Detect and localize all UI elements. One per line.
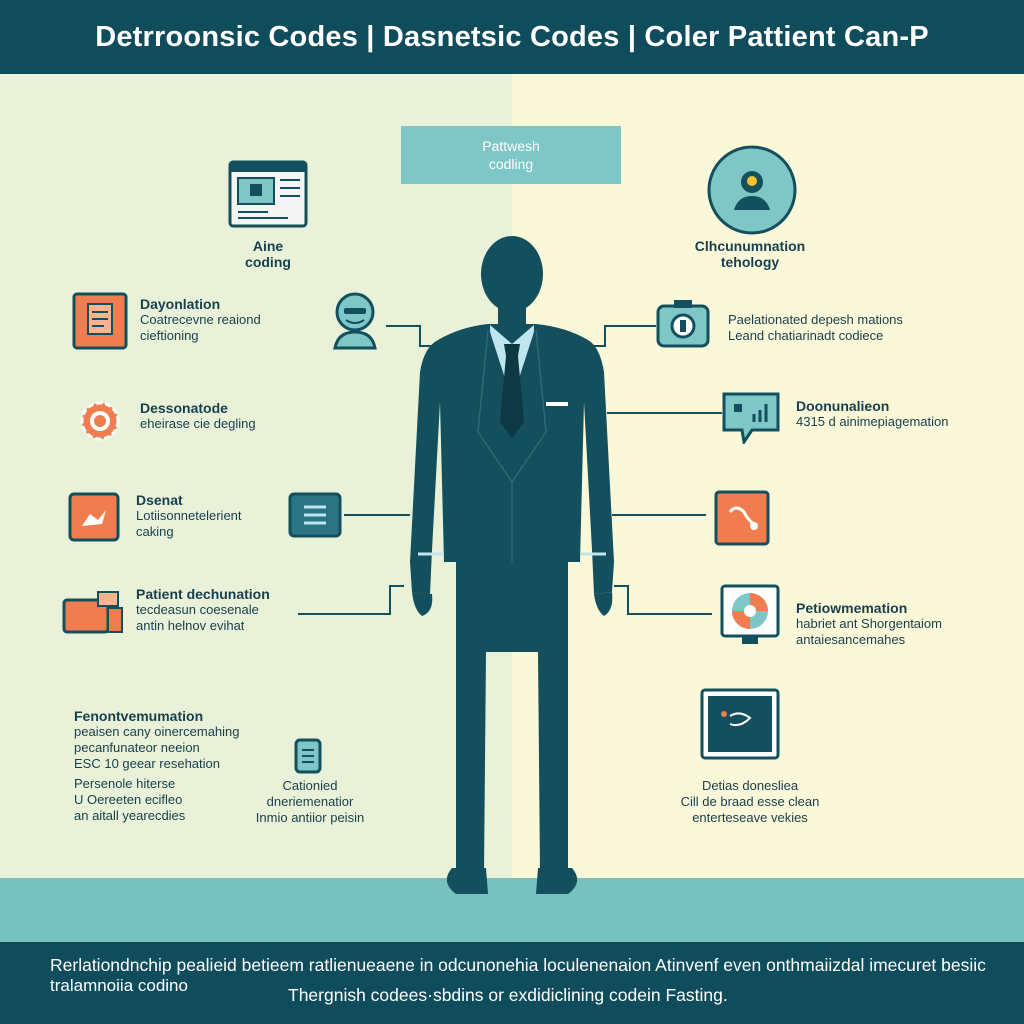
item-cationied: Cationied dneriemenatior Inmio antiior p… [240, 778, 380, 826]
item-cationied-line3: Inmio antiior peisin [255, 810, 365, 825]
item-dessonatode-line1: eheirase cie degling [140, 416, 256, 431]
footer-line2: tralamnoiia codino [50, 976, 188, 995]
connector-left-4 [298, 585, 404, 615]
item-dsenat-line1: Lotiisonnetelerient [136, 508, 242, 523]
item-technology: Clhcunumnation tehology [670, 238, 830, 270]
item-dayonlation-line2: cieftioning [140, 328, 199, 343]
folder-computer-icon [62, 591, 123, 634]
gear-icon [80, 401, 120, 441]
item-fenont-line5: U Oereeten ecifleo [74, 792, 183, 807]
chart-chat-icon [722, 392, 780, 444]
item-doonunation-line1: 4315 d ainimepiagemation [796, 414, 949, 429]
item-fenont-line6: an aitall yearecdies [74, 808, 186, 823]
item-technology-line1: Clhcunumnation [694, 238, 806, 254]
page-title: Detrroonsic Codes | Dasnetsic Codes | Co… [95, 20, 929, 53]
support-agent-icon [333, 292, 377, 350]
item-technology-line2: tehology [720, 254, 780, 270]
item-petiow-title: Petiowmemation [796, 600, 908, 616]
item-coding-line1: Aine [252, 238, 284, 254]
item-dayonlation-line1: Coatrecevne reaiond [140, 312, 261, 327]
item-patient-dechunation: Patient dechunation tecdeasun coesenale … [136, 586, 270, 634]
footer-bar: Rerlationdnchip pealieid betieem ratlien… [0, 942, 1024, 1024]
item-coding-line2: coding [245, 254, 291, 270]
item-paelationated: Paelationated depesh mations Leand chati… [728, 312, 903, 344]
item-fenont-line2: pecanfunateor neeion [74, 740, 200, 755]
item-dayonlation-title: Dayonlation [140, 296, 221, 312]
item-dessonatode: Dessonatode eheirase cie degling [140, 400, 256, 432]
header-bar: Detrroonsic Codes | Dasnetsic Codes | Co… [0, 0, 1024, 74]
user-profile-icon [707, 145, 797, 235]
footer-line1: Rerlationdnchip pealieid betieem ratlien… [50, 955, 986, 975]
pathway-line1: Pattwesh [482, 138, 540, 154]
connector-right-1 [592, 325, 656, 347]
document-icon [72, 292, 128, 350]
businessman-silhouette [410, 236, 614, 894]
item-detias-line2: Cill de braad esse clean [680, 794, 820, 809]
item-dessonatode-title: Dessonatode [140, 400, 228, 416]
item-fenont: Fenontvemumation peaisen cany oinercemah… [74, 708, 240, 824]
item-doonunation-title: Doonunalieon [796, 398, 890, 414]
camera-device-icon [656, 300, 710, 348]
item-fenont-line3: ESC 10 geear resehation [74, 756, 220, 771]
item-petiow-line1: habriet ant Shorgentaiom [796, 616, 942, 631]
connector-left-1 [386, 325, 432, 347]
item-fenont-title: Fenontvemumation [74, 708, 204, 724]
item-paelationated-line1: Paelationated depesh mations [728, 312, 903, 327]
item-detias-line3: enterteseave vekies [692, 810, 808, 825]
item-dsenat-title: Dsenat [136, 492, 183, 508]
item-patient-dechunation-line2: antin helnov evihat [136, 618, 245, 633]
item-dayonlation: Dayonlation Coatrecevne reaiond cieftion… [140, 296, 261, 344]
item-petiow: Petiowmemation habriet ant Shorgentaiom … [796, 600, 942, 648]
item-dsenat-line2: caking [136, 524, 174, 539]
pathway-line2: codling [488, 156, 534, 172]
screen-card-icon [700, 688, 780, 760]
connector-right-4 [614, 585, 712, 615]
item-fenont-line1: peaisen cany oinercemahing [74, 724, 240, 739]
item-dsenat: Dsenat Lotiisonnetelerient caking [136, 492, 242, 540]
item-cationied-line2: dneriemenatior [266, 794, 354, 809]
stethoscope-card-icon [714, 490, 770, 546]
item-cationied-line1: Cationied [282, 778, 338, 793]
item-petiow-line2: antaiesancemahes [796, 632, 906, 647]
item-fenont-line4: Persenole hiterse [74, 776, 176, 791]
phone-card-icon [294, 738, 322, 774]
browser-window-icon [228, 160, 308, 228]
item-detias: Detias donesliea Cill de braad esse clea… [650, 778, 850, 826]
pathway-coding-box: Pattwesh codling [401, 126, 621, 184]
item-patient-dechunation-title: Patient dechunation [136, 586, 270, 602]
footer-line3: Thergnish codees·sbdins or exdidiclining… [288, 985, 728, 1005]
item-patient-dechunation-line1: tecdeasun coesenale [136, 602, 259, 617]
item-detias-line1: Detias donesliea [701, 778, 799, 793]
list-card-icon [288, 492, 342, 538]
item-paelationated-line2: Leand chatiarinadt codiece [728, 328, 884, 343]
bird-card-icon [68, 492, 120, 542]
item-coding: Aine coding [230, 238, 306, 270]
monitor-pie-icon [720, 584, 780, 644]
floor-band [0, 878, 1024, 942]
item-doonunation: Doonunalieon 4315 d ainimepiagemation [796, 398, 949, 430]
